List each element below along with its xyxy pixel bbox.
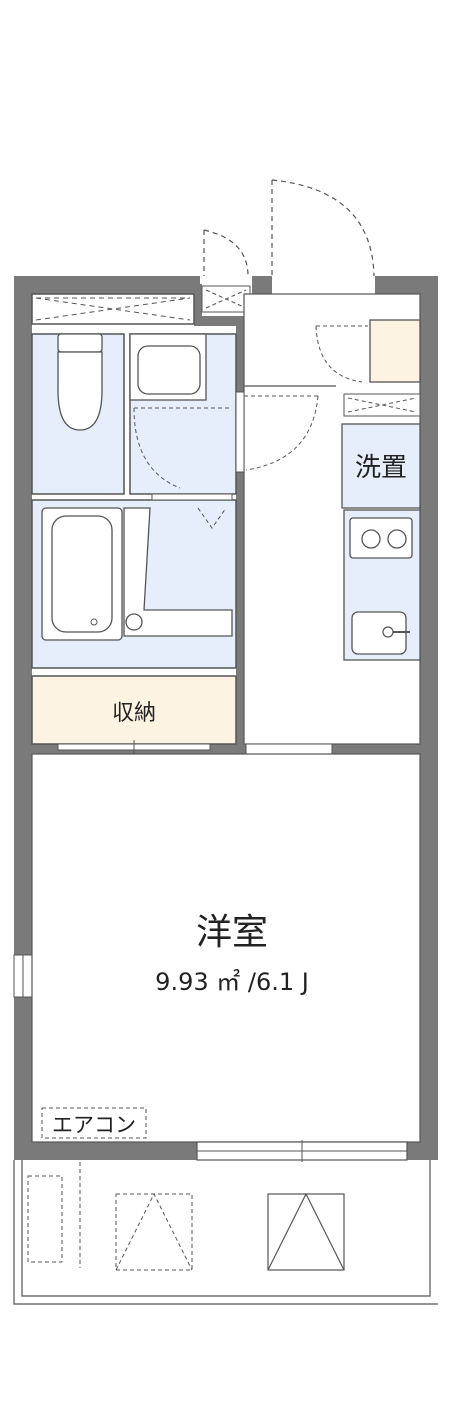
toilet-bowl <box>57 351 103 431</box>
bathtub-inner <box>51 515 113 633</box>
toilet-tank <box>57 333 103 353</box>
shoe-cabinet <box>369 319 421 383</box>
wall-entry-stub-left <box>194 284 202 324</box>
top-closet <box>31 293 195 325</box>
side-door-swing <box>203 229 249 277</box>
bath-door-frame <box>151 493 233 501</box>
washroom-entry-frame <box>235 391 245 473</box>
wall-right <box>420 276 438 1160</box>
room-door-frame <box>245 743 333 755</box>
storage-room <box>31 675 237 745</box>
wall-bottom-right <box>407 1142 438 1160</box>
balcony-storage <box>27 1175 63 1263</box>
balcony-outdoor-unit <box>267 1193 345 1271</box>
shoe-cabinet-door-swing <box>315 325 368 383</box>
shower-head <box>125 613 143 631</box>
washer-space <box>341 423 421 509</box>
entrance-door-swing <box>271 179 375 277</box>
wall-middle-horizontal <box>32 744 420 754</box>
air-conditioner <box>41 1107 147 1139</box>
washer-label: 洗置 <box>355 453 407 483</box>
bathtub-drain <box>90 618 98 626</box>
western-room-label: 洋室 <box>196 912 268 953</box>
air-conditioner-label: エアコン <box>52 1113 136 1137</box>
burner-right <box>387 529 407 549</box>
burner-left <box>361 529 381 549</box>
washroom-entry-door-swing <box>244 395 319 471</box>
balcony-outdoor-unit-mark <box>267 1192 345 1271</box>
meter-box-dashes <box>205 289 247 309</box>
wall-left <box>14 276 32 1160</box>
upper-shelf-dashes <box>347 397 417 413</box>
balcony-ac-unit-mark <box>115 1192 193 1271</box>
faucet <box>382 626 394 638</box>
western-room <box>31 753 421 1143</box>
storage-label: 収納 <box>112 701 156 726</box>
wall-top-left <box>14 276 200 294</box>
vanity-basin <box>137 345 201 395</box>
washroom-door-swing <box>133 407 230 489</box>
wall-entry-stub-bottom <box>194 316 256 326</box>
western-room-area: 9.93 ㎡ /6.1 J <box>155 968 309 996</box>
balcony-ac-unit <box>115 1193 193 1271</box>
balcony-outline <box>13 1160 438 1305</box>
upper-shelf <box>343 393 421 417</box>
bath-door-dashes <box>197 507 227 529</box>
wall-inner-vertical <box>236 326 244 746</box>
top-closet-dashes <box>35 297 191 321</box>
wall-bottom-left <box>14 1142 197 1160</box>
